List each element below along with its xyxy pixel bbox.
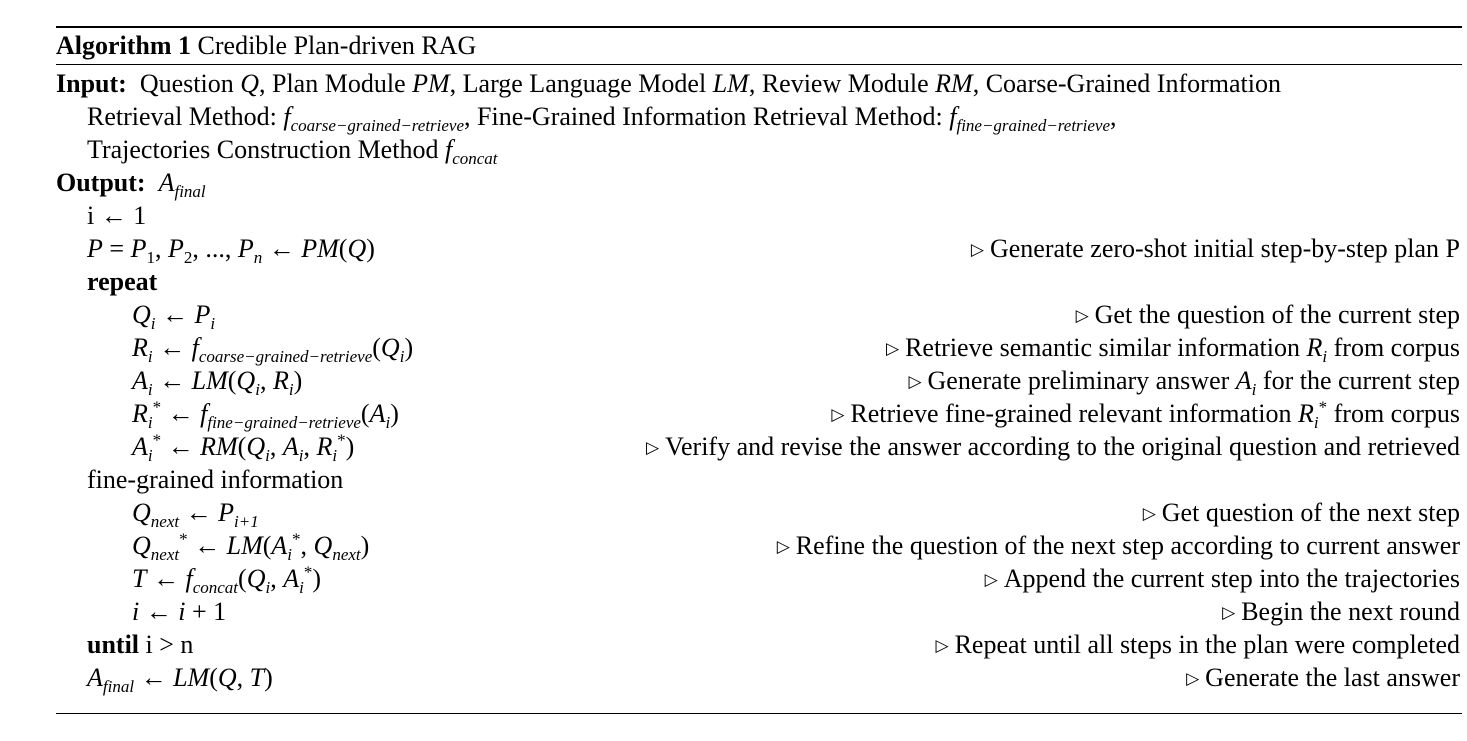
step-until: until i > n ▷Repeat until all steps in t…: [87, 628, 1462, 661]
output-line: Output: Afinal: [56, 168, 206, 202]
triangle-icon: ▷: [984, 570, 998, 589]
header-rule: [56, 64, 1462, 65]
comment-trajectory: ▷Append the current step into the trajec…: [984, 564, 1460, 593]
comment-ai: ▷Generate preliminary answer Ai for the …: [908, 366, 1460, 400]
comment-increment: ▷Begin the next round: [1222, 597, 1460, 626]
step-ri-star: Ri* ← ffine−grained−retrieve(Ai) ▷Retrie…: [132, 397, 1460, 433]
algorithm-header: Algorithm 1 Credible Plan-driven RAG: [56, 28, 1462, 64]
triangle-icon: ▷: [776, 537, 790, 556]
input-keyword: Input:: [56, 69, 127, 98]
algorithm-body: Input: Question Q, Plan Module PM, Large…: [56, 65, 1462, 725]
triangle-icon: ▷: [831, 405, 845, 424]
step-trajectory: T ← fconcat(Qi, Ai*) ▷Append the current…: [132, 562, 1460, 598]
algorithm-box: Algorithm 1 Credible Plan-driven RAG Inp…: [56, 26, 1462, 725]
triangle-icon: ▷: [646, 438, 660, 457]
triangle-icon: ▷: [885, 339, 900, 358]
step-plan: P = P1, P2, ..., Pn ← PM(Q) ▷Generate ze…: [87, 234, 1460, 268]
triangle-icon: ▷: [908, 372, 922, 391]
top-rule: [56, 26, 1462, 28]
step-qnext-star: Qnext* ← LM(Ai*, Qnext) ▷Refine the ques…: [132, 529, 1460, 565]
comment-qnext: ▷Get question of the next step: [1142, 498, 1460, 527]
step-continuation: fine-grained information: [87, 465, 344, 494]
step-ai: Ai ← LM(Qi, Ri) ▷Generate preliminary an…: [132, 366, 1460, 400]
triangle-icon: ▷: [1186, 669, 1200, 688]
algorithm-title: Credible Plan-driven RAG: [197, 31, 477, 60]
step-qi: Qi ← Pi ▷Get the question of the current…: [132, 300, 1460, 334]
input-line-2: Retrieval Method: fcoarse−grained−retrie…: [87, 102, 1117, 136]
input-line-1: Input: Question Q, Plan Module PM, Large…: [56, 69, 1281, 98]
triangle-icon: ▷: [935, 636, 949, 655]
triangle-icon: ▷: [1142, 504, 1156, 523]
comment-ri: ▷Retrieve semantic similar information R…: [885, 333, 1460, 367]
step-qnext: Qnext ← Pi+1 ▷Get question of the next s…: [132, 498, 1460, 532]
step-increment: i ← i + 1 ▷Begin the next round: [132, 595, 1462, 628]
algorithm-label: Algorithm 1: [56, 31, 192, 60]
comment-until: ▷Repeat until all steps in the plan were…: [935, 630, 1460, 659]
step-final: Afinal ← LM(Q, T) ▷Generate the last ans…: [87, 663, 1460, 697]
input-line-3: Trajectories Construction Method fconcat: [87, 135, 498, 169]
step-ri: Ri ← fcoarse−grained−retrieve(Qi) ▷Retri…: [132, 333, 1460, 367]
comment-final: ▷Generate the last answer: [1186, 663, 1460, 692]
step-repeat: repeat: [87, 267, 158, 296]
output-keyword: Output:: [56, 168, 146, 197]
triangle-icon: ▷: [1075, 306, 1089, 325]
triangle-icon: ▷: [970, 240, 984, 259]
comment-qi: ▷Get the question of the current step: [1075, 300, 1460, 329]
bottom-rule: [56, 713, 1462, 714]
comment-qnext-star: ▷Refine the question of the next step ac…: [776, 531, 1460, 560]
comment-ai-star: ▷Verify and revise the answer according …: [646, 432, 1460, 461]
step-ai-star: Ai* ← RM(Qi, Ai, Ri*) ▷Verify and revise…: [132, 430, 1460, 466]
comment-plan: ▷Generate zero-shot initial step-by-step…: [970, 234, 1460, 263]
comment-ri-star: ▷Retrieve fine-grained relevant informat…: [831, 397, 1460, 433]
triangle-icon: ▷: [1222, 603, 1236, 622]
step-init-i: i ← 1: [87, 201, 147, 230]
